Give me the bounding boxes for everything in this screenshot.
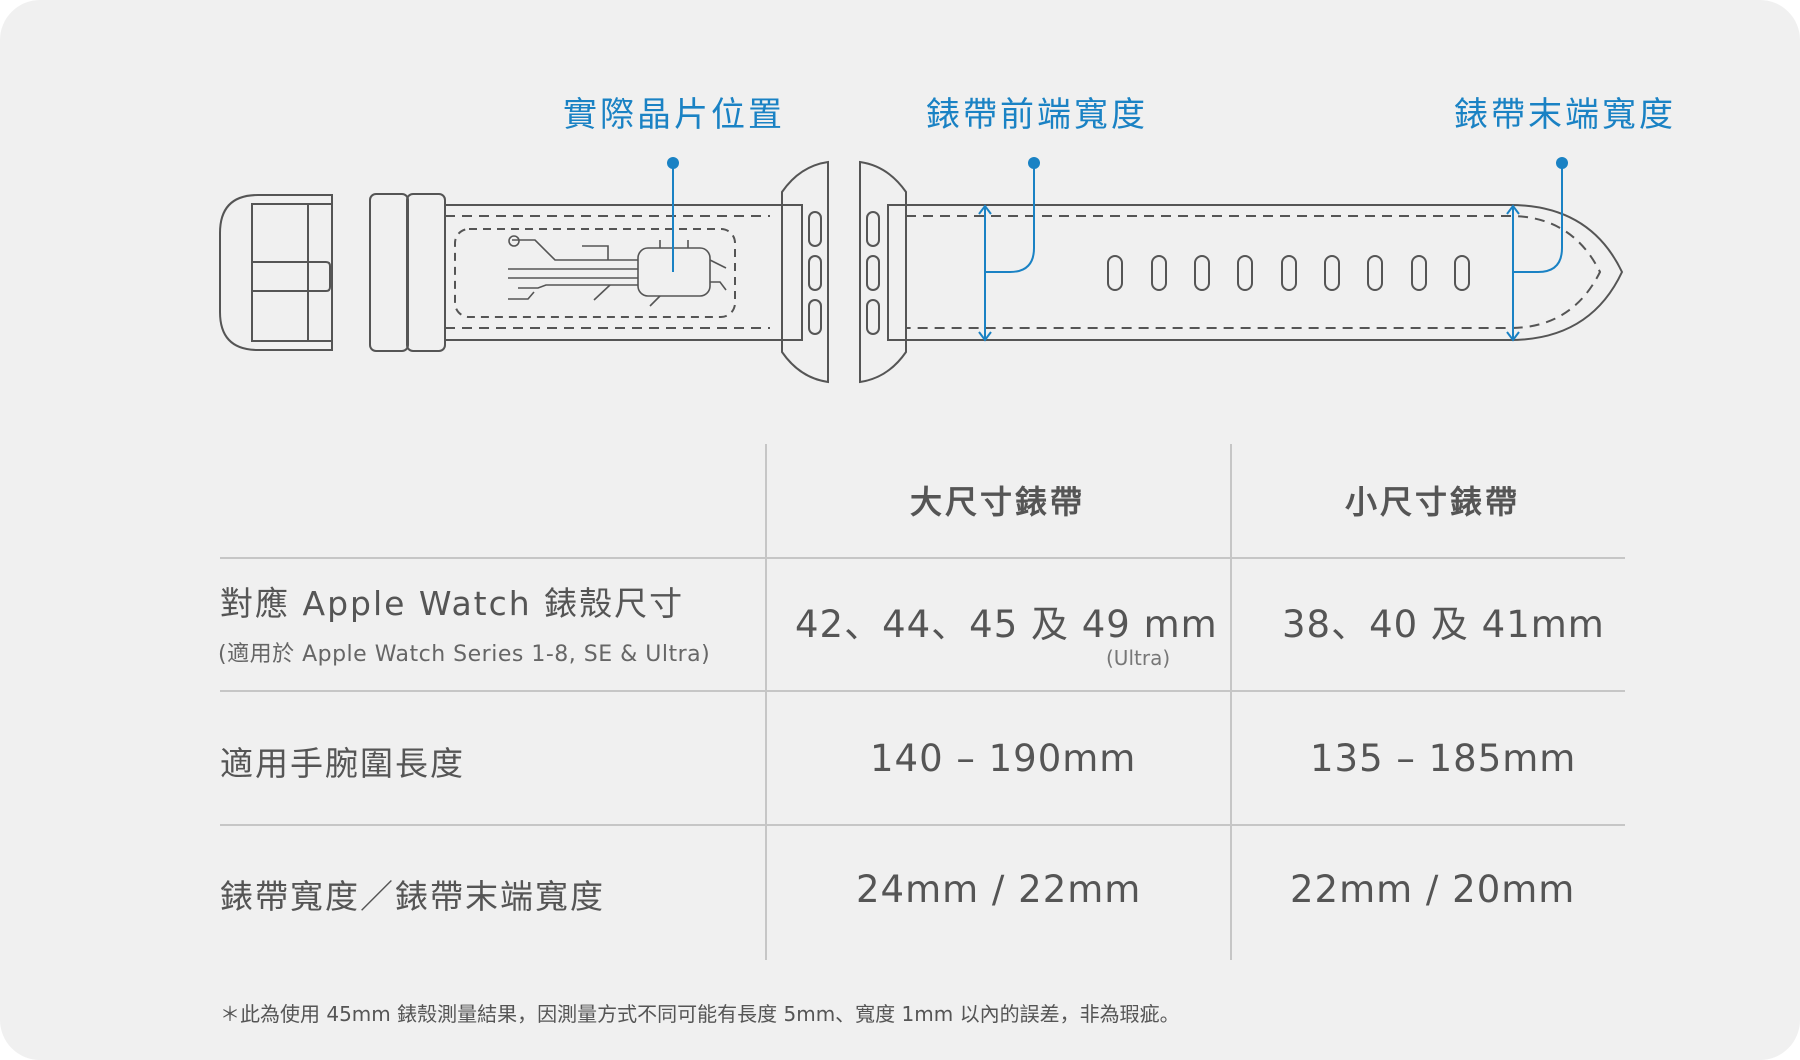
row-band-width-label: 錶帶寬度／錶帶末端寬度	[220, 877, 605, 916]
strap-holes	[1107, 255, 1470, 291]
tail-width-callout-dot	[1556, 157, 1568, 169]
keeper-loop-2	[406, 193, 446, 352]
buckle-tongue	[252, 261, 331, 292]
long-strap	[906, 204, 1624, 341]
front-width-callout-dot	[1028, 157, 1040, 169]
chip-callout-dot	[667, 157, 679, 169]
tail-width-arrow	[1506, 204, 1520, 342]
row-wrist-length-label: 適用手腕圍長度	[220, 744, 465, 783]
header-large-band: 大尺寸錶帶	[910, 483, 1086, 521]
small-band-width: 22mm / 20mm	[1290, 868, 1576, 911]
large-case-sizes: 42、44、45 及 49 mm	[795, 603, 1218, 646]
row-case-size-sublabel: (適用於 Apple Watch Series 1-8, SE & Ultra)	[218, 642, 711, 667]
header-small-band: 小尺寸錶帶	[1345, 483, 1521, 521]
chip-position-label: 實際晶片位置	[563, 95, 785, 135]
small-case-sizes: 38、40 及 41mm	[1282, 603, 1605, 646]
large-wrist-length: 140 – 190mm	[870, 737, 1137, 780]
buckle-frame	[219, 194, 333, 351]
row-case-size-label: 對應 Apple Watch 錶殼尺寸	[220, 584, 685, 623]
front-width-callout-line	[985, 163, 1035, 273]
tail-width-callout-line	[1513, 163, 1563, 273]
buckle-strap	[445, 204, 782, 341]
small-wrist-length: 135 – 185mm	[1310, 737, 1577, 780]
table-divider-horizontal-1	[220, 557, 1625, 559]
left-lug	[781, 160, 829, 384]
large-case-note: (Ultra)	[1106, 646, 1171, 670]
buckle-inner	[251, 203, 332, 342]
front-width-label: 錶帶前端寬度	[926, 95, 1148, 135]
table-divider-horizontal-2	[220, 690, 1625, 692]
watch-band-diagram	[219, 157, 1624, 384]
large-band-width: 24mm / 22mm	[856, 868, 1142, 911]
table-divider-horizontal-3	[220, 824, 1625, 826]
front-width-arrow	[978, 204, 992, 342]
table-divider-vertical-1	[765, 444, 767, 960]
measurement-footnote: ＊此為使用 45mm 錶殼測量結果，因測量方式不同可能有長度 5mm、寬度 1m…	[220, 1002, 1180, 1026]
circuit-traces	[508, 235, 727, 307]
table-divider-vertical-2	[1230, 444, 1232, 960]
chip-area	[454, 228, 736, 318]
tail-width-label: 錶帶末端寬度	[1454, 95, 1676, 135]
keeper-loop-1	[369, 193, 409, 352]
right-lug	[859, 160, 907, 384]
